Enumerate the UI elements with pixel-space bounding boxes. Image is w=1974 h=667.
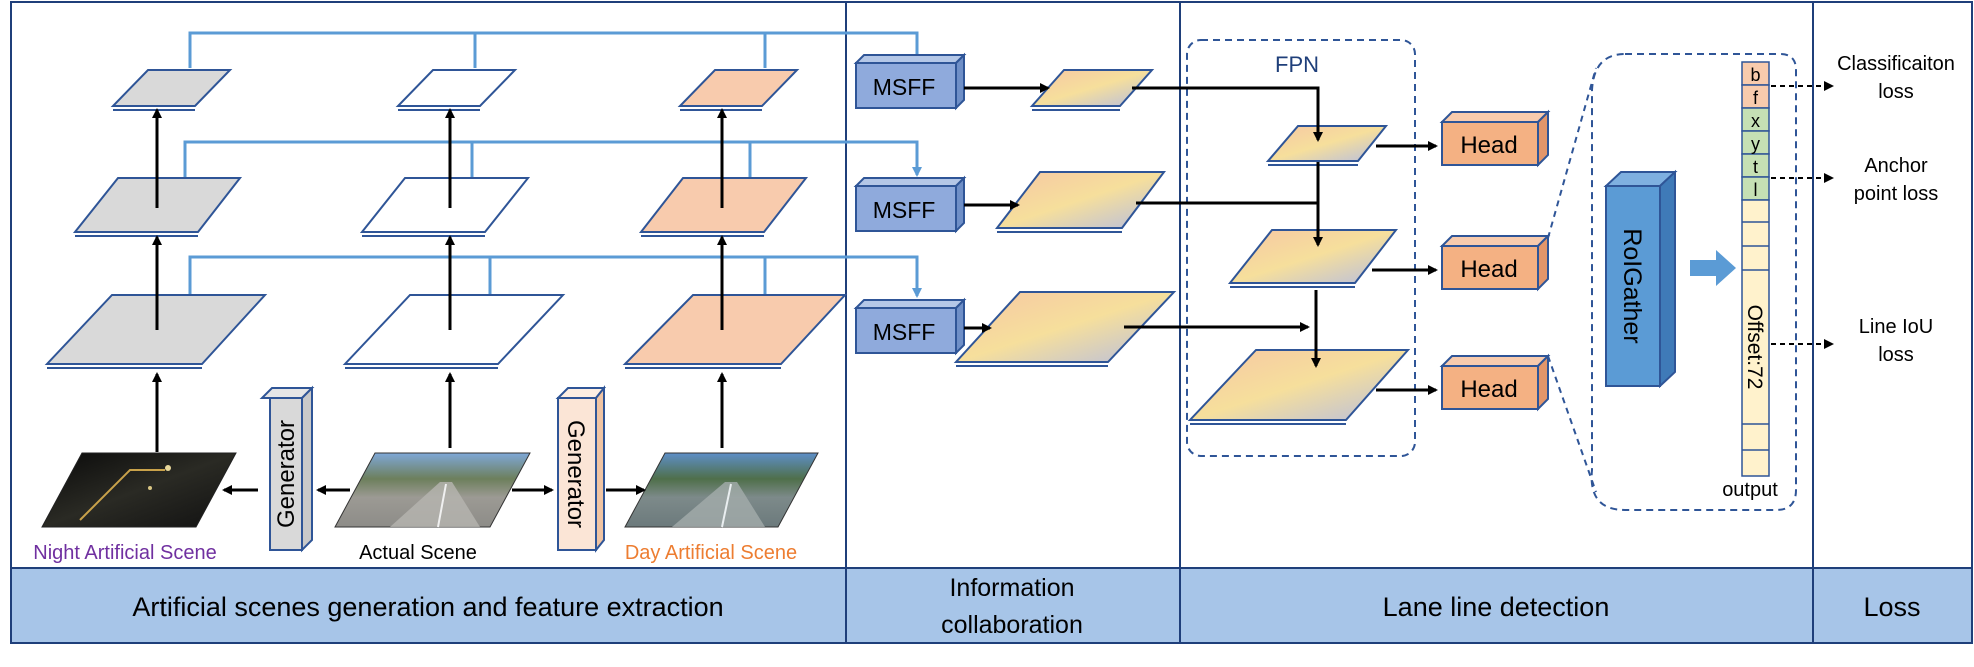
msff-block-2: MSFF — [853, 175, 967, 234]
night-generator: Generator — [259, 385, 315, 553]
head-label-3: Head — [1460, 376, 1517, 403]
msff-label-1: MSFF — [873, 74, 936, 100]
head-label-2: Head — [1460, 256, 1517, 283]
classification-loss-label-1: Classificaiton — [1837, 53, 1955, 75]
fpn-label: FPN — [1275, 52, 1319, 77]
day-pyramid — [622, 69, 848, 369]
night-scene-image — [41, 452, 237, 528]
output-cell-label: y — [1751, 134, 1760, 154]
roigather-label: RoIGather — [1618, 228, 1646, 343]
pyramid-arrows — [152, 108, 727, 452]
night-generator-label: Generator — [273, 420, 300, 528]
day-generator: Generator — [555, 385, 607, 553]
output-cell-label: l — [1754, 180, 1758, 200]
low-level-connections — [188, 255, 922, 298]
section-collab-label-2: collaboration — [941, 611, 1083, 639]
fpn-levels — [1187, 125, 1411, 425]
iou-loss-label-2: loss — [1878, 344, 1914, 366]
output-cell-label: x — [1751, 111, 1760, 131]
fpn-arrows — [1124, 86, 1323, 368]
msff-arrows — [964, 83, 1050, 333]
head-block-1: Head — [1439, 109, 1551, 168]
day-scene-image — [624, 452, 819, 528]
fused-features — [953, 69, 1177, 367]
outer-frame — [10, 1, 1973, 644]
roigather-box — [1590, 53, 1797, 511]
msff-label-3: MSFF — [873, 319, 936, 345]
mid-level-connections — [183, 140, 922, 178]
section-collab-label-1: Information — [949, 574, 1074, 602]
msff-label-2: MSFF — [873, 197, 936, 223]
section-loss-label: Loss — [1863, 592, 1920, 622]
anchor-loss-label-2: point loss — [1854, 183, 1939, 205]
fpn-box — [1186, 39, 1416, 457]
head-arrows — [1372, 141, 1438, 395]
actual-scene-image — [334, 452, 531, 528]
actual-scene-label: Actual Scene — [359, 542, 477, 564]
loss-arrows — [1771, 81, 1834, 349]
output-cell-label: b — [1750, 65, 1760, 85]
iou-loss-label-1: Line IoU — [1859, 316, 1934, 338]
head-label-1: Head — [1460, 132, 1517, 159]
classification-loss-label-2: loss — [1878, 81, 1914, 103]
output-label: output — [1722, 479, 1778, 501]
section-generation-label: Artificial scenes generation and feature… — [132, 592, 723, 622]
roigather-output-arrow — [1690, 250, 1736, 286]
head-block-2: Head — [1439, 233, 1551, 292]
offset-label: Offset:72 — [1743, 305, 1766, 390]
top-level-connections — [188, 31, 922, 68]
msff-block-3: MSFF — [853, 297, 967, 356]
section-detection-label: Lane line detection — [1383, 592, 1610, 622]
roigather-block: RoIGather — [1603, 169, 1678, 389]
msff-block-1: MSFF — [853, 52, 967, 111]
actual-pyramid — [342, 69, 566, 369]
night-scene-label: Night Artificial Scene — [33, 542, 216, 564]
section-band — [12, 568, 1971, 642]
day-scene-label: Day Artificial Scene — [625, 542, 797, 564]
day-generator-label: Generator — [562, 420, 589, 528]
output-cell-label: f — [1753, 88, 1759, 108]
expansion-lines — [1547, 67, 1597, 493]
output-column: b f x y t l Offset:72 — [1741, 61, 1770, 477]
output-cell-label: t — [1753, 157, 1758, 177]
head-block-3: Head — [1439, 353, 1551, 412]
anchor-loss-label-1: Anchor — [1864, 155, 1928, 177]
